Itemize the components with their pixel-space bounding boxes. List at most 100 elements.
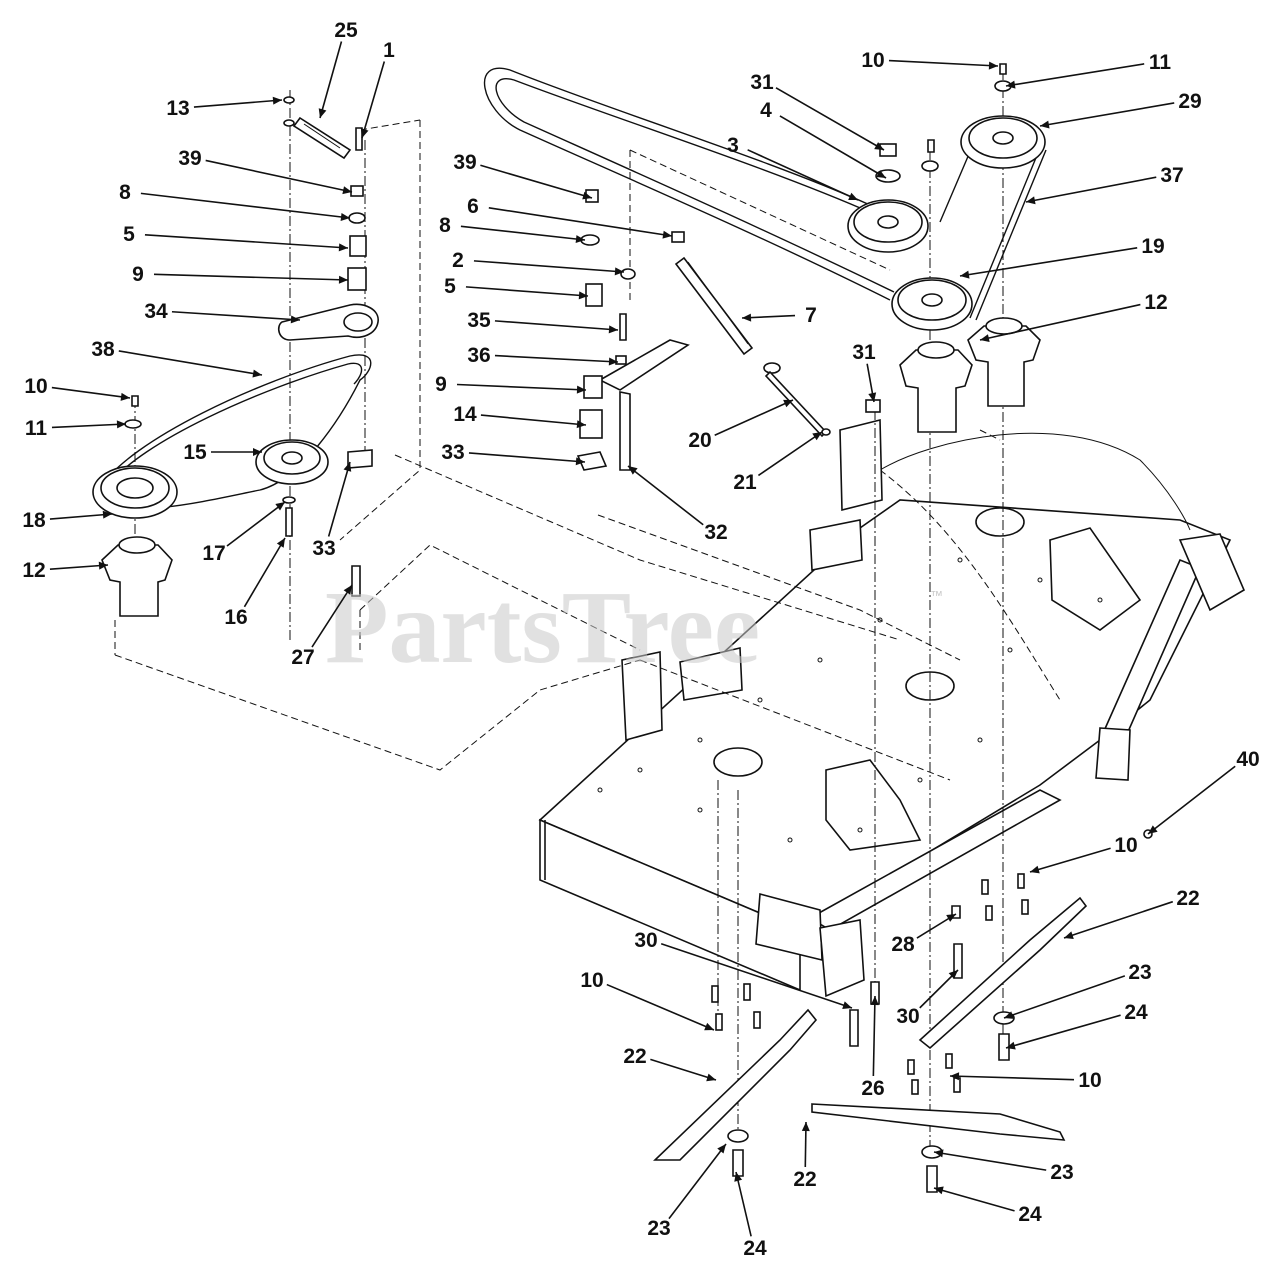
leader-line (1003, 975, 1126, 1019)
leader-arrowhead (576, 385, 586, 394)
callout-number: 23 (1050, 1161, 1073, 1184)
leader-arrowhead (343, 585, 352, 595)
callout-25: 25 (318, 19, 358, 119)
callout-34: 34 (144, 300, 301, 324)
leader-line (747, 149, 859, 201)
leader-line (1025, 176, 1157, 203)
callout-number: 30 (634, 929, 657, 952)
callout-number: 18 (22, 509, 46, 532)
leader-arrowhead (946, 914, 956, 922)
leader-arrowhead (272, 96, 282, 105)
callout-number: 20 (688, 429, 711, 452)
callout-9: 9 (132, 263, 349, 286)
callout-21: 21 (733, 431, 823, 494)
left-idler-assembly (124, 96, 379, 597)
callout-number: 1 (383, 39, 395, 62)
callout-number: 11 (1149, 51, 1172, 74)
leader-line (460, 225, 586, 241)
callout-12: 12 (979, 291, 1168, 343)
callout-number: 34 (144, 300, 168, 323)
leader-arrowhead (1064, 931, 1074, 940)
callout-number: 36 (467, 344, 490, 367)
leader-arrowhead (1006, 1041, 1016, 1050)
leader-line (1005, 63, 1145, 87)
callout-10: 10 (861, 49, 999, 72)
leader-line (193, 99, 283, 108)
leader-arrowhead (1030, 865, 1040, 874)
callout-23: 23 (1003, 961, 1152, 1019)
callout-7: 7 (741, 304, 817, 327)
callout-number: 17 (202, 542, 225, 565)
callout-20: 20 (688, 399, 794, 452)
callout-number: 2 (452, 249, 464, 272)
callout-39: 39 (178, 147, 353, 195)
watermark-trademark: ™ (930, 588, 943, 603)
leader-line (933, 1151, 1047, 1171)
leader-arrowhead (706, 1073, 716, 1082)
callout-number: 12 (22, 559, 45, 582)
leader-arrowhead (734, 1172, 743, 1182)
callout-16: 16 (224, 537, 286, 629)
leader-line (627, 465, 704, 526)
callout-number: 15 (183, 441, 207, 464)
leader-arrowhead (934, 1149, 944, 1158)
leader-line (757, 431, 823, 477)
callout-number: 16 (224, 606, 247, 629)
leader-arrowhead (340, 212, 350, 221)
callout-17: 17 (202, 501, 286, 565)
leader-arrowhead (801, 1122, 810, 1132)
callout-number: 27 (291, 646, 314, 669)
leader-arrowhead (934, 1186, 944, 1195)
callout-19: 19 (959, 235, 1165, 279)
leader-line (606, 983, 715, 1031)
leader-line (779, 115, 887, 179)
callout-40: 40 (1147, 748, 1260, 835)
leader-line (494, 320, 619, 331)
leader-arrowhead (876, 170, 886, 178)
center-idler-assembly (576, 63, 1012, 471)
callout-number: 5 (444, 275, 456, 298)
callout-6: 6 (467, 195, 673, 239)
leader-arrowhead (116, 420, 126, 429)
leader-line (949, 1075, 1075, 1081)
leader-line (465, 286, 589, 297)
leader-arrowhead (1040, 120, 1050, 129)
leader-arrowhead (848, 192, 858, 201)
callout-number: 26 (861, 1077, 884, 1100)
callout-36: 36 (467, 344, 619, 367)
callout-3: 3 (727, 134, 859, 201)
leader-arrowhead (338, 275, 348, 284)
leader-arrowhead (842, 1001, 852, 1009)
leader-arrowhead (98, 561, 108, 570)
callout-37: 37 (1025, 164, 1184, 205)
leader-arrowhead (812, 432, 822, 441)
callout-number: 29 (1178, 90, 1201, 113)
callout-9: 9 (435, 373, 587, 396)
leader-arrowhead (1006, 80, 1016, 89)
leader-arrowhead (870, 996, 879, 1006)
callout-number: 23 (1128, 961, 1151, 984)
pulleys (92, 115, 1046, 519)
leader-arrowhead (1148, 825, 1158, 834)
callout-number: 25 (334, 19, 358, 42)
callout-number: 22 (623, 1045, 646, 1068)
callout-number: 10 (24, 375, 47, 398)
leader-line (494, 354, 619, 363)
callout-number: 31 (852, 341, 876, 364)
leader-arrowhead (868, 392, 877, 402)
leader-arrowhead (662, 230, 672, 239)
callout-23: 23 (933, 1149, 1074, 1184)
callout-26: 26 (861, 995, 885, 1100)
callout-number: 14 (453, 403, 477, 426)
callout-5: 5 (444, 275, 589, 300)
callout-22: 22 (1063, 887, 1200, 940)
leader-arrowhead (318, 108, 327, 118)
callout-11: 11 (25, 417, 127, 440)
callout-24: 24 (1005, 1001, 1148, 1050)
callout-number: 22 (793, 1168, 816, 1191)
callout-number: 19 (1141, 235, 1164, 258)
leader-line (49, 564, 109, 570)
callout-number: 7 (805, 304, 817, 327)
leader-line (959, 247, 1138, 277)
